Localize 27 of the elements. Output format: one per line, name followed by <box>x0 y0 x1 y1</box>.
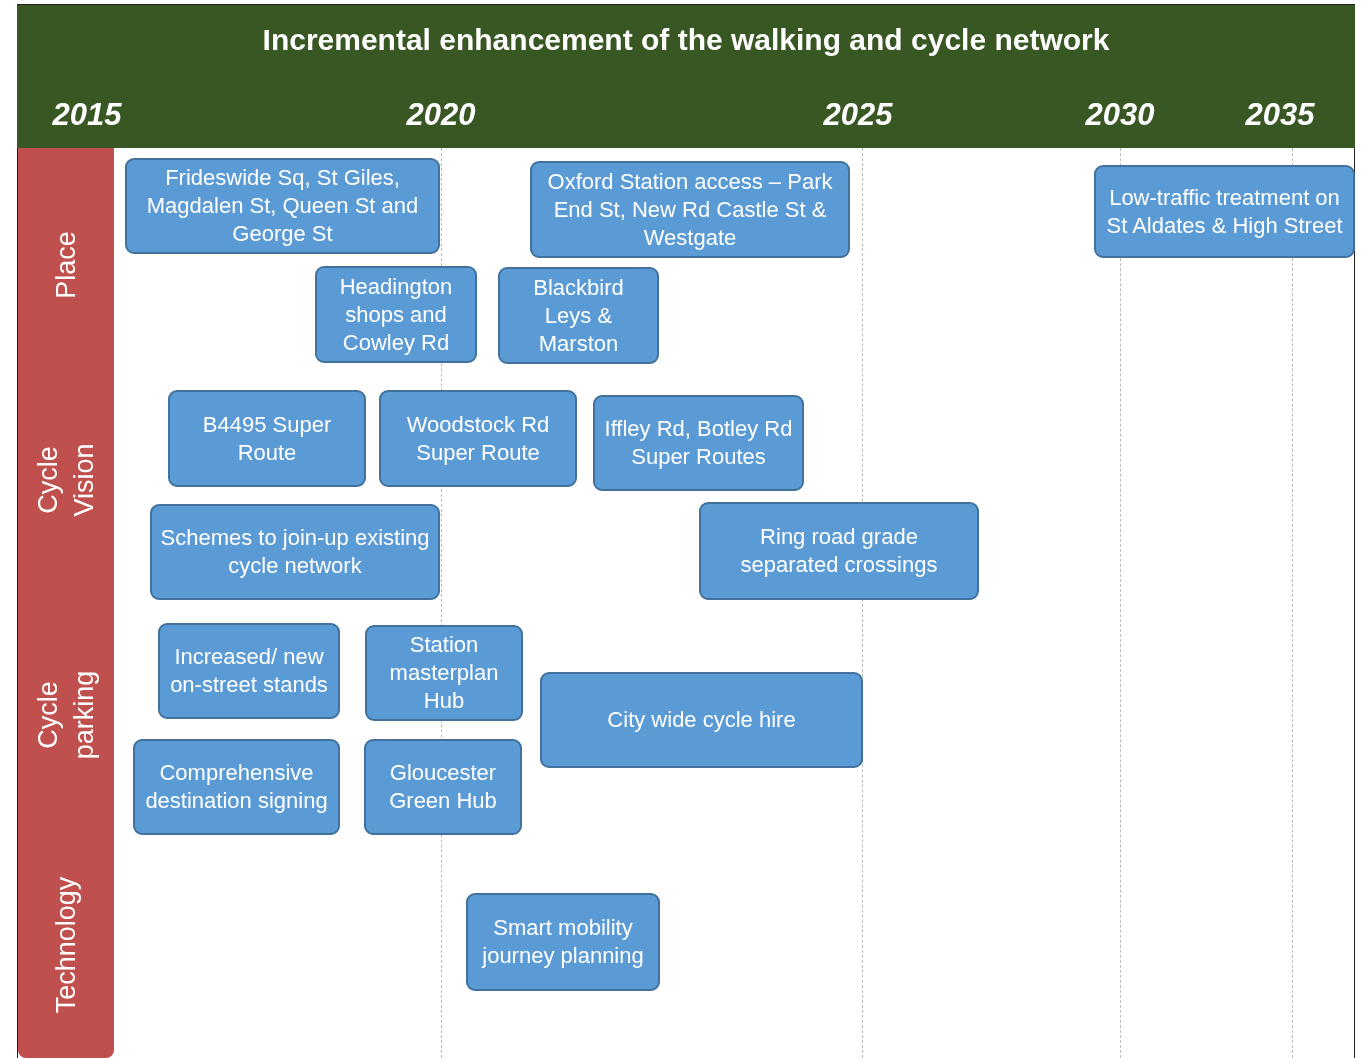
timeline-box: Headington shops and Cowley Rd <box>315 266 477 363</box>
year-label: 2035 <box>1245 97 1315 133</box>
timeline-box: Woodstock Rd Super Route <box>379 390 577 487</box>
timeline-box: Ring road grade separated crossings <box>699 502 979 600</box>
timeline-box: Gloucester Green Hub <box>364 739 522 835</box>
timeline-box: Smart mobility journey planning <box>466 893 660 991</box>
timeline-box: Low-traffic treatment on St Aldates & High Street <box>1094 165 1355 258</box>
diagram-title: Incremental enhancement of the walking and cycle network <box>261 23 1111 57</box>
timeline-box: Increased/ new on-street stands <box>158 623 340 719</box>
timeline-box: Oxford Station access – Park End St, New Rd Castle St & Westgate <box>530 161 850 258</box>
timeline-box: Blackbird Leys & Marston <box>498 267 659 364</box>
timeline-box: Schemes to join-up existing cycle network <box>150 504 440 600</box>
timeline-box: B4495 Super Route <box>168 390 366 487</box>
year-label: 2015 <box>52 97 122 133</box>
row-label: Cycle parking <box>32 669 100 762</box>
timeline-box: Station masterplan Hub <box>365 625 523 721</box>
row-label: Place <box>50 230 82 301</box>
year-label: 2025 <box>823 97 893 133</box>
row-label: Technology <box>50 875 82 1016</box>
row-header-band <box>18 148 114 1058</box>
timeline-box: Comprehensive destination signing <box>133 739 340 835</box>
timeline-box: City wide cycle hire <box>540 672 863 768</box>
timeline-box: Iffley Rd, Botley Rd Super Routes <box>593 395 804 491</box>
year-label: 2020 <box>406 97 476 133</box>
year-label: 2030 <box>1085 97 1155 133</box>
row-label: Cycle Vision <box>32 442 100 519</box>
timeline-box: Frideswide Sq, St Giles, Magdalen St, Queen St and George St <box>125 158 440 254</box>
